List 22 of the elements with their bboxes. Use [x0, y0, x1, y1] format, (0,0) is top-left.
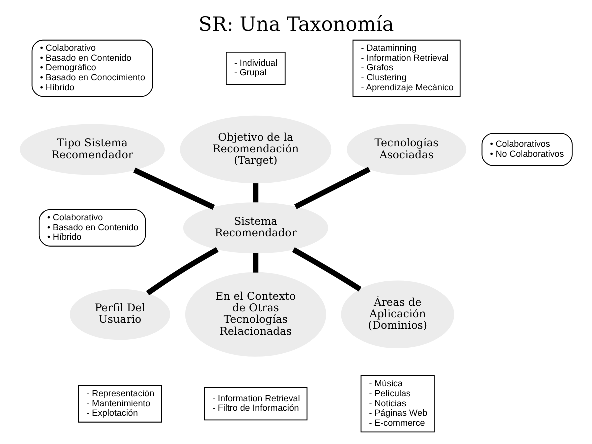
connector	[294, 167, 370, 210]
connector	[146, 247, 218, 296]
node-box: • Colaborativo • Basado en Contenido • Híbrido	[38, 209, 146, 247]
node-box: - Música - Películas - Noticias - Páginas Web - E-commerce	[360, 376, 434, 433]
connector	[292, 248, 362, 292]
node-box: • Colaborativos • No Colaborativos	[481, 133, 572, 166]
node-ellipse: Perfil Del Usuario	[70, 289, 170, 340]
node-ellipse: En el Contexto de Otras Tecnologías Relacionadas	[184, 272, 326, 357]
node-ellipse: Tecnologías Asociadas	[346, 124, 466, 176]
node-box: - Individual - Grupal	[226, 52, 286, 86]
node-box: - Representación - Mantenimiento - Explotación	[78, 385, 162, 423]
connector	[252, 254, 258, 273]
node-ellipse: Objetivo de la Recomendación (Target)	[180, 116, 332, 184]
node-ellipse: Tipo Sistema Recomendador	[20, 124, 165, 176]
node-box: • Colaborativo • Basado en Contenido • Demográfico • Basado en Conocimiento • Híbrido	[31, 40, 153, 98]
node-box: - Dataminning - Information Retrieval - Grafos - Clustering - Aprendizaje Mecánico	[352, 40, 460, 98]
connector	[252, 184, 258, 203]
node-box: - Information Retrieval - Filtro de Información	[204, 388, 308, 421]
node-ellipse: Áreas de Aplicación (Dominios)	[340, 280, 454, 349]
diagram-title: SR: Una Taxonomía	[198, 13, 394, 36]
connector	[132, 168, 215, 210]
node-ellipse: Sistema Recomendador	[182, 202, 328, 254]
